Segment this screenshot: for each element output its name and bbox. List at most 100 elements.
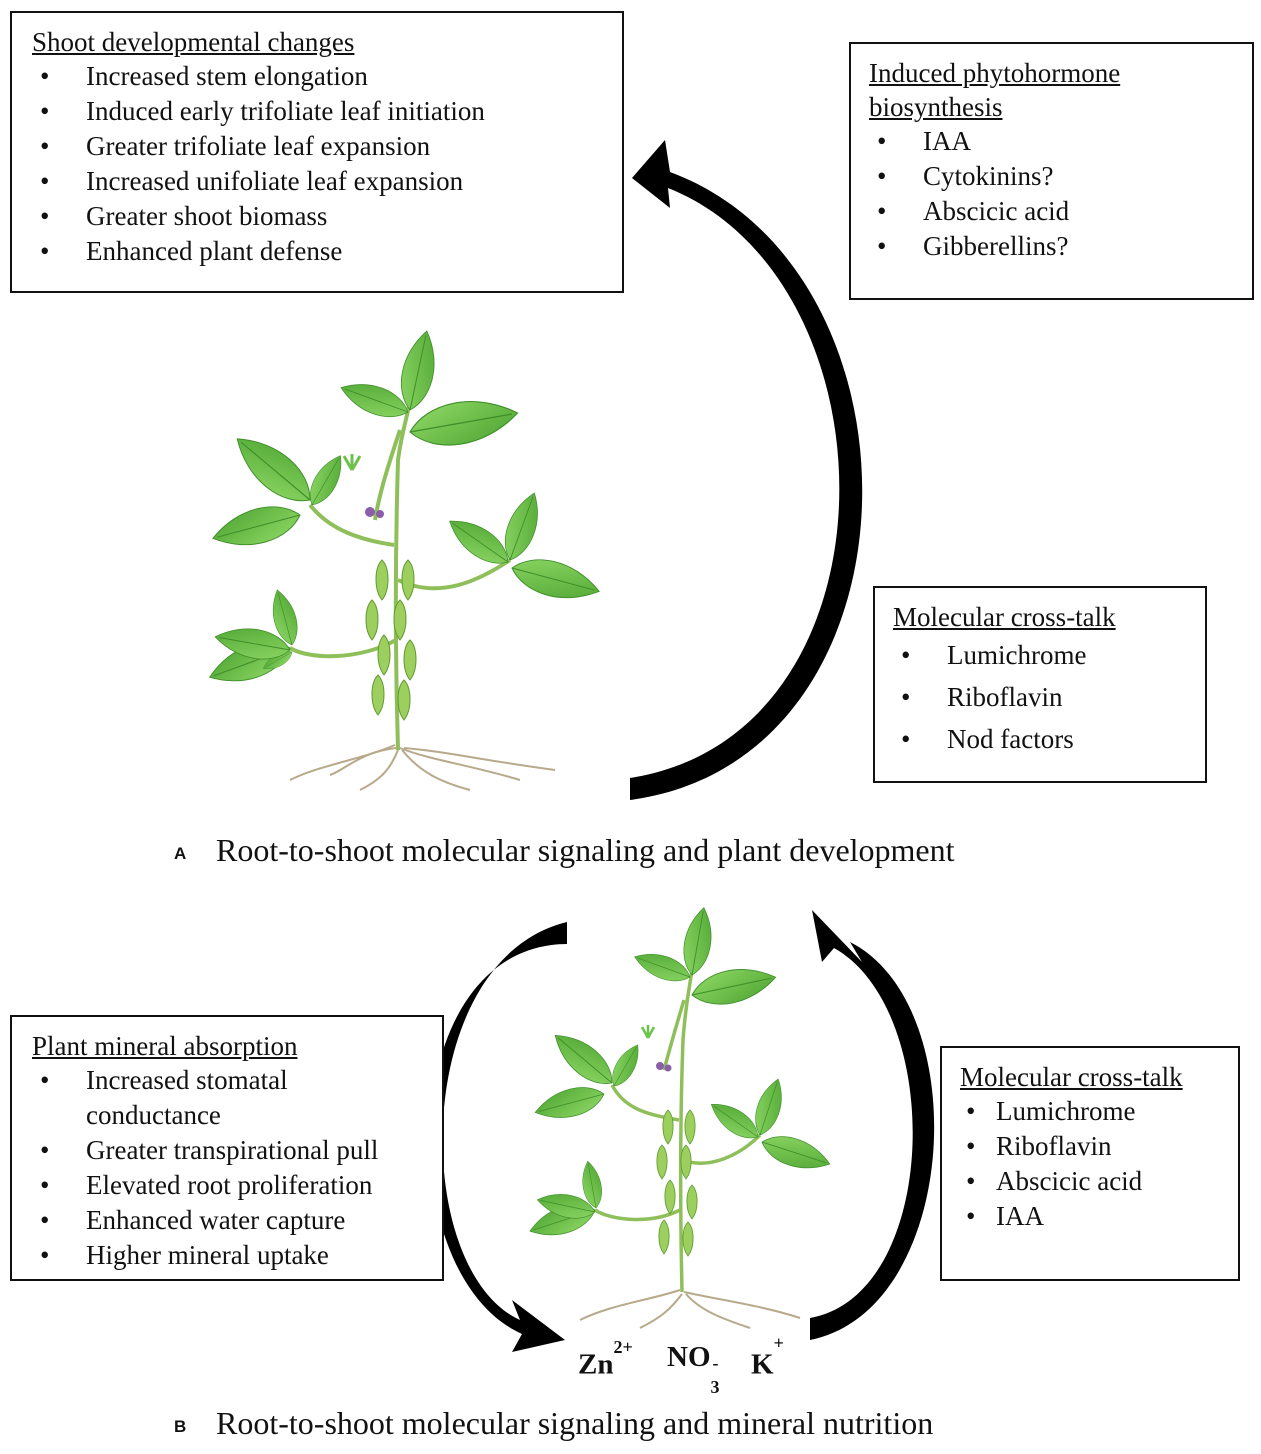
list-item: •Greater shoot biomass — [32, 199, 604, 234]
list-item: •IAA — [869, 124, 1238, 159]
signal-arrow-b-right — [810, 910, 935, 1340]
list-item: •Greater transpirational pull — [32, 1133, 428, 1168]
crosstalk-b-list: • Lumichrome • Riboflavin • Abscicic acid • IAA — [960, 1094, 1228, 1234]
list-item-text: Increased stomatal conductance — [86, 1065, 288, 1130]
ion-nitrate-charge: - — [712, 1353, 719, 1373]
bullet-icon: • — [40, 1170, 50, 1200]
shoot-box-list: • Increased stem elongation • Induced early… — [32, 59, 604, 269]
bullet-icon: • — [40, 1205, 50, 1235]
bullet-icon: • — [966, 1166, 976, 1196]
list-item: •Higher mineral uptake — [32, 1238, 428, 1273]
signal-arrow-a — [630, 140, 863, 800]
list-item-text: Lumichrome — [947, 640, 1087, 670]
list-item-text: IAA — [996, 1201, 1044, 1231]
pods-a — [365, 559, 417, 721]
list-item: • Increased stomatal conductance — [32, 1063, 428, 1133]
list-item: • Increased stem elongation — [32, 59, 604, 94]
list-item: • Enhanced water capture — [32, 1203, 428, 1238]
list-item-text: Enhanced plant defense — [86, 236, 343, 266]
hormone-box-title-line1: Induced phytohormone — [869, 58, 1121, 88]
ion-nitrate-symbol: NO — [667, 1341, 711, 1373]
bullet-icon: • — [901, 682, 911, 712]
leaves-a — [203, 327, 605, 694]
list-item: •Enhanced plant defense — [32, 234, 604, 269]
caption-a-text: Root-to-shoot molecular signaling and pl… — [216, 832, 955, 868]
signal-arrow-b-left — [429, 922, 567, 1352]
list-item: •Nod factors — [893, 718, 1191, 760]
list-item-text: Induced early trifoliate leaf initiation — [86, 96, 485, 126]
list-item-text: Riboflavin — [947, 682, 1063, 712]
list-item-text: Riboflavin — [996, 1131, 1112, 1161]
shoot-developmental-box: Shoot developmental changes •Increased s… — [10, 11, 624, 293]
list-item-text: Gibberellins? — [923, 231, 1069, 261]
ion-potassium: K+ — [751, 1333, 784, 1381]
ion-zinc-charge: 2+ — [613, 1337, 633, 1357]
crosstalk-a-title: Molecular cross-talk — [893, 602, 1116, 632]
mineral-absorption-box: Plant mineral absorption • Increased stom… — [10, 1015, 444, 1281]
bullet-icon: • — [877, 196, 887, 226]
list-item-text: Greater shoot biomass — [86, 201, 328, 231]
ion-potassium-charge: + — [773, 1333, 784, 1353]
list-item-text: Abscicic acid — [923, 196, 1070, 226]
pods-b — [656, 1109, 698, 1257]
stems-a — [288, 399, 512, 751]
list-item: •Gibberellins? — [869, 229, 1238, 264]
list-item: • Lumichrome — [960, 1094, 1228, 1129]
list-item-text: Greater transpirational pull — [86, 1135, 379, 1165]
ion-nitrate: NO-3 — [667, 1341, 725, 1397]
list-item: • Riboflavin — [893, 676, 1191, 718]
crosstalk-box-a: Molecular cross-talk • Lumichrome • Ribofla… — [873, 586, 1207, 783]
caption-b-letter: B — [174, 1416, 187, 1436]
ion-zinc: Zn2+ — [578, 1337, 633, 1381]
list-item: • Cytokinins? — [869, 159, 1238, 194]
flowers-b — [640, 1025, 672, 1072]
bullet-icon: • — [40, 96, 50, 126]
roots-a — [289, 744, 556, 791]
list-item-text: Elevated root proliferation — [86, 1170, 373, 1200]
list-item: • Riboflavin — [960, 1129, 1228, 1164]
bullet-icon: • — [877, 161, 887, 191]
ion-potassium-symbol: K — [751, 1348, 774, 1381]
phytohormone-box: Induced phytohormone biosynthesis •IAA•C… — [849, 42, 1254, 300]
caption-a: A Root-to-shoot molecular signaling and p… — [174, 830, 955, 874]
list-item: • IAA — [960, 1199, 1228, 1234]
caption-b: B Root-to-shoot molecular signaling and m… — [174, 1403, 933, 1447]
list-item-text: Cytokinins? — [923, 161, 1054, 191]
list-item-text: Enhanced water capture — [86, 1205, 346, 1235]
bullet-icon: • — [966, 1201, 976, 1231]
crosstalk-box-b: Molecular cross-talk • Lumichrome • Ribofla… — [940, 1046, 1240, 1281]
bullet-icon: • — [901, 724, 911, 754]
list-item: • Abscicic acid — [869, 194, 1238, 229]
hormone-box-title-line2: biosynthesis — [869, 92, 1003, 122]
list-item: • Induced early trifoliate leaf initiatio… — [32, 94, 604, 129]
caption-a-letter: A — [174, 843, 187, 863]
bullet-icon: • — [966, 1131, 976, 1161]
caption-b-text: Root-to-shoot molecular signaling and mi… — [216, 1405, 934, 1441]
ion-zinc-symbol: Zn — [578, 1348, 614, 1381]
list-item-text: Abscicic acid — [996, 1166, 1143, 1196]
soybean-plant-a — [203, 327, 605, 791]
hormone-box-list: •IAA•Cytokinins?•Abscicic acid•Gibberell… — [869, 124, 1238, 264]
list-item: • Lumichrome — [893, 634, 1191, 676]
soybean-plant-b — [525, 904, 835, 1329]
roots-b — [579, 1289, 801, 1329]
bullet-icon: • — [40, 61, 50, 91]
bullet-icon: • — [40, 131, 50, 161]
flowers-a — [342, 454, 384, 518]
list-item: • Elevated root proliferation — [32, 1168, 428, 1203]
mineral-box-title: Plant mineral absorption — [32, 1031, 298, 1061]
bullet-icon: • — [877, 126, 887, 156]
list-item-text: Lumichrome — [996, 1096, 1136, 1126]
list-item: • Abscicic acid — [960, 1164, 1228, 1199]
bullet-icon: • — [40, 1240, 50, 1270]
list-item: • Increased unifoliate leaf expansion — [32, 164, 604, 199]
bullet-icon: • — [966, 1096, 976, 1126]
bullet-icon: • — [901, 640, 911, 670]
bullet-icon: • — [40, 166, 50, 196]
list-item-text: Increased unifoliate leaf expansion — [86, 166, 464, 196]
crosstalk-a-list: • Lumichrome • Riboflavin •Nod factors — [893, 634, 1191, 760]
bullet-icon: • — [40, 1065, 50, 1095]
list-item-text: Increased stem elongation — [86, 61, 368, 91]
crosstalk-b-title: Molecular cross-talk — [960, 1062, 1183, 1092]
